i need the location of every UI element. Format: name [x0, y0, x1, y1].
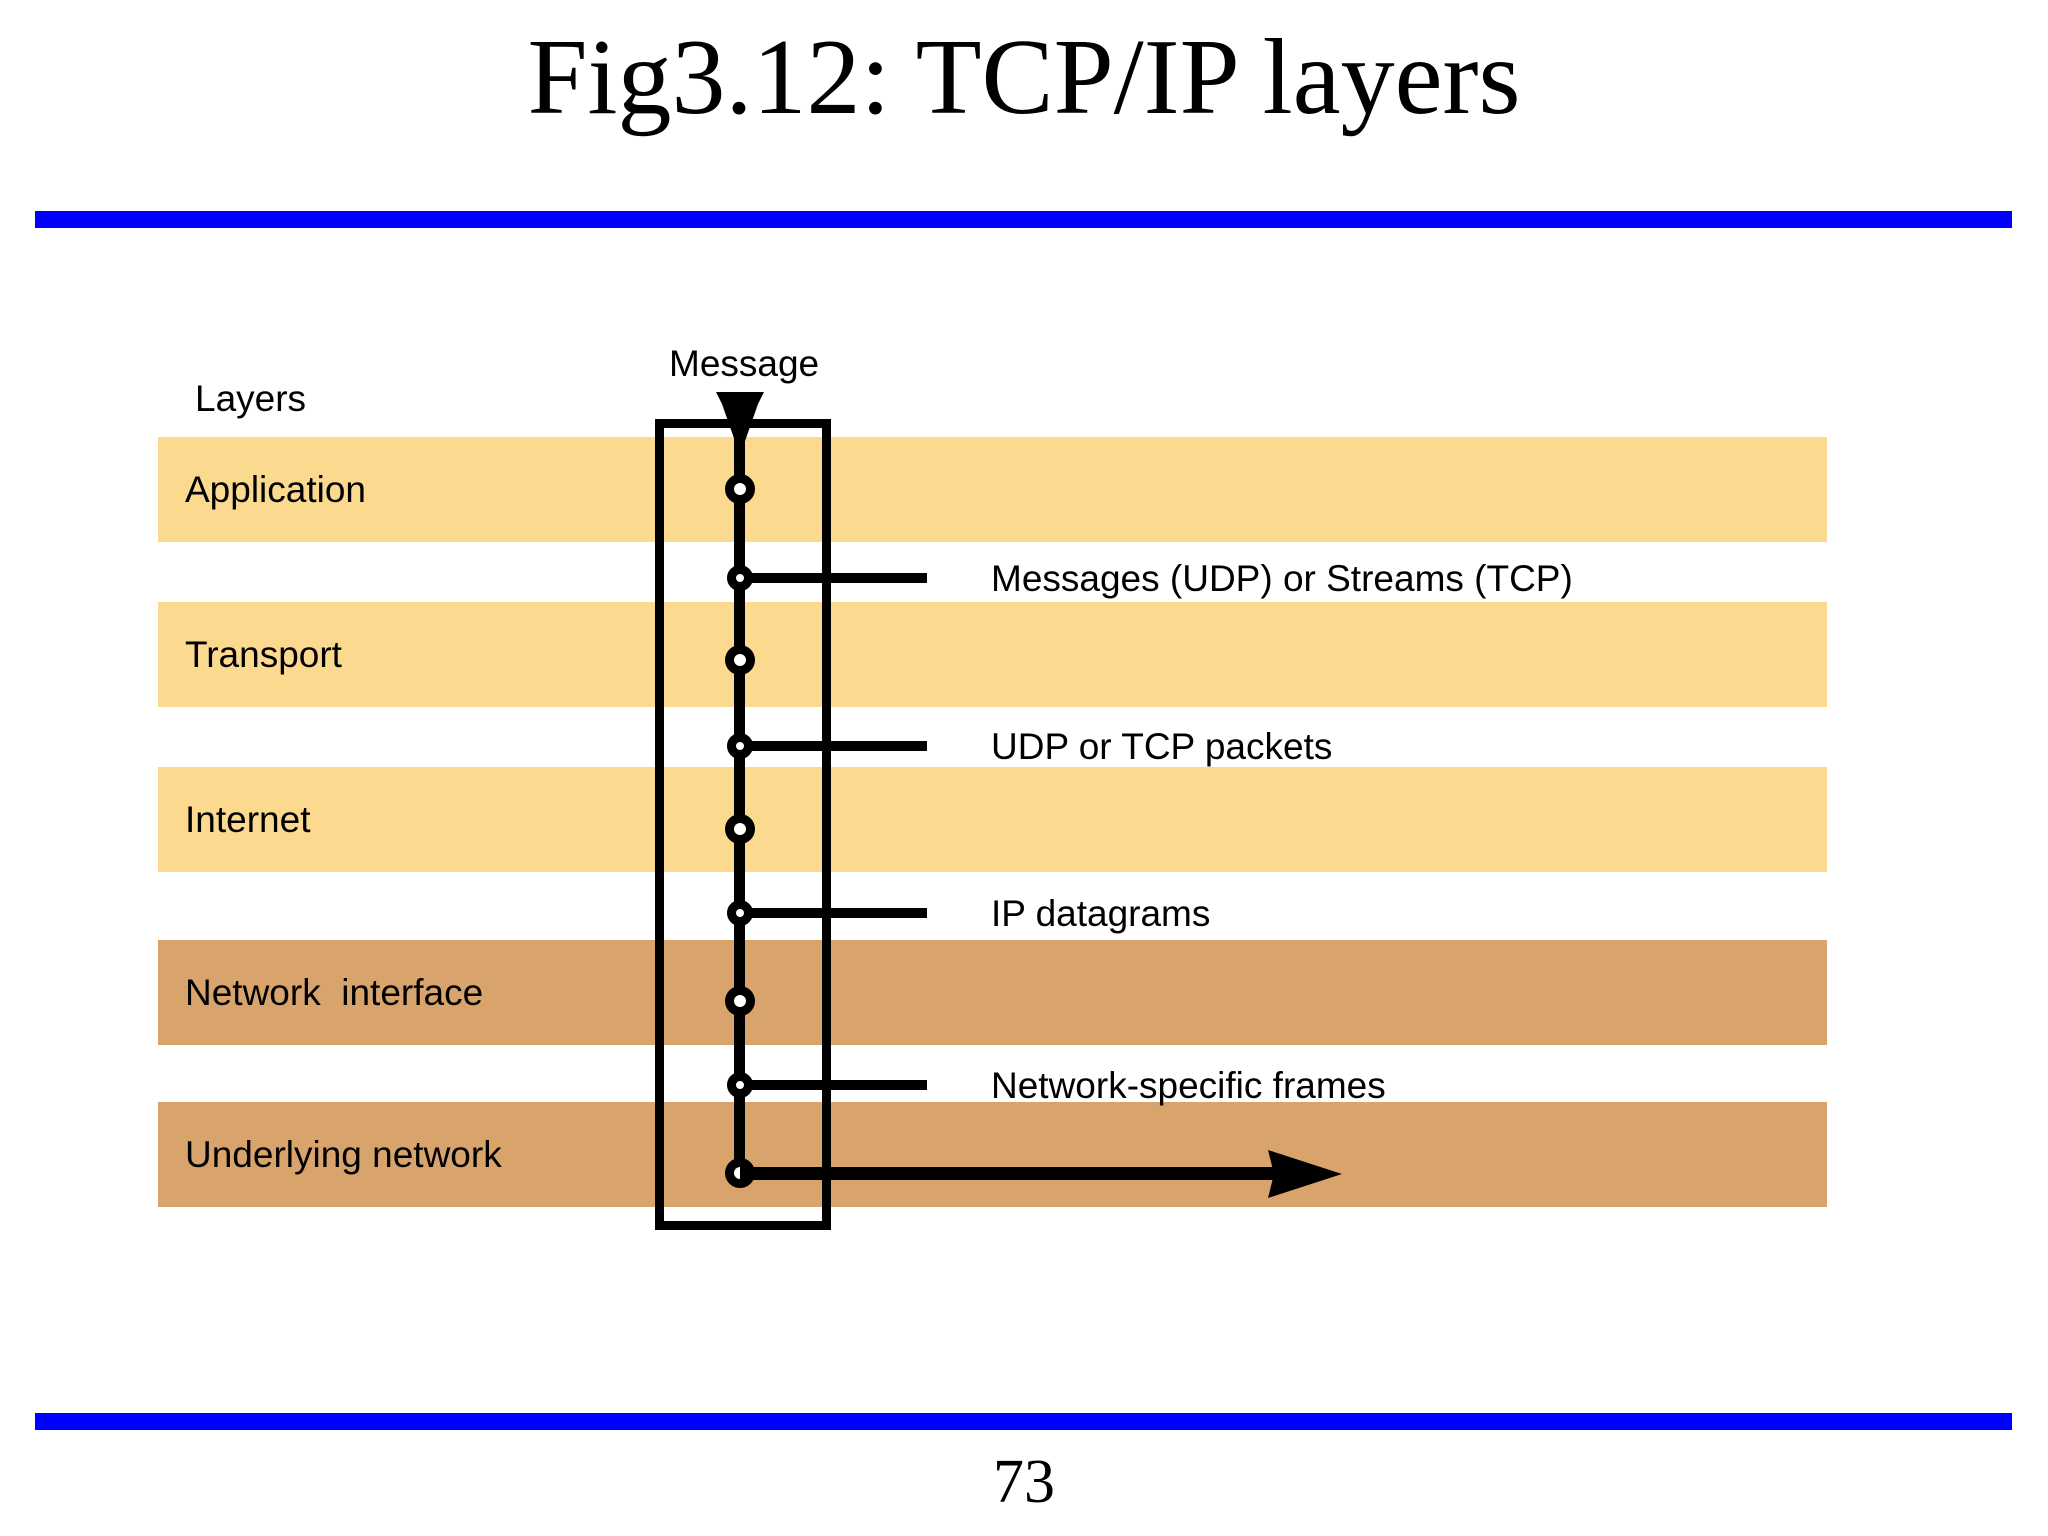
node-transport: [725, 645, 755, 675]
node-internet: [725, 814, 755, 844]
annotation-network-specific-frames: Network-specific frames: [991, 1065, 1386, 1106]
stack-spine-line: [734, 419, 745, 1173]
layer-band-network-interface: Network interface: [158, 940, 1827, 1045]
annotation-messages-streams: Messages (UDP) or Streams (TCP): [991, 558, 1573, 599]
node-application: [725, 474, 755, 504]
layers-heading: Layers: [195, 378, 307, 419]
layer-band-transport: Transport: [158, 602, 1827, 707]
leader-line-network-frames: [740, 1080, 927, 1090]
node-network-iface-out: [727, 1072, 753, 1098]
leader-line-ip-datagrams: [740, 908, 927, 918]
layer-band-application: Application: [158, 437, 1827, 542]
leader-line-messages-streams: [740, 573, 927, 583]
outgoing-arrow-line: [740, 1167, 1275, 1180]
node-network-interface: [725, 986, 755, 1016]
node-transport-out: [727, 733, 753, 759]
layer-label-transport: Transport: [185, 633, 342, 675]
page-number: 73: [993, 1448, 1055, 1516]
page-title: Fig3.12: TCP/IP layers: [527, 18, 1521, 137]
message-down-arrow-icon: [716, 392, 764, 449]
layer-label-internet: Internet: [185, 798, 311, 840]
layer-band-underlying-network: Underlying network: [158, 1102, 1827, 1207]
node-application-out: [727, 565, 753, 591]
bottom-divider-rule: [35, 1413, 2012, 1430]
leader-line-udp-tcp-packets: [740, 741, 927, 751]
layer-label-application: Application: [185, 468, 367, 510]
annotation-ip-datagrams: IP datagrams: [991, 893, 1211, 934]
outgoing-arrow-head-icon: [1268, 1150, 1342, 1198]
layer-label-underlying-network: Underlying network: [185, 1133, 502, 1175]
top-divider-rule: [35, 211, 2012, 228]
layer-label-network-interface: Network interface: [185, 971, 484, 1013]
annotation-udp-tcp-packets: UDP or TCP packets: [991, 726, 1333, 767]
layer-band-internet: Internet: [158, 767, 1827, 872]
node-internet-out: [727, 900, 753, 926]
message-label: Message: [669, 343, 820, 384]
